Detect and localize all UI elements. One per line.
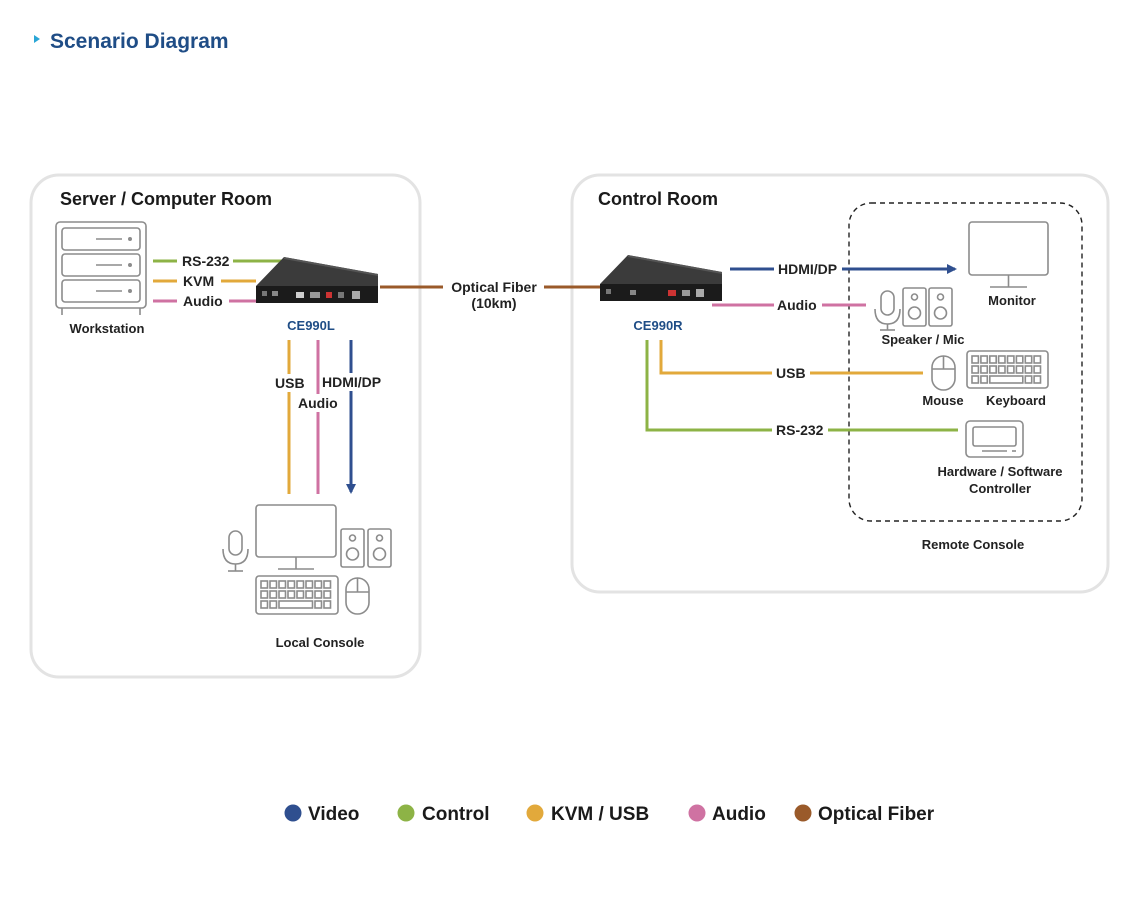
- ce990r-label: CE990R: [633, 318, 683, 333]
- rs232-right-label: RS-232: [776, 422, 824, 438]
- legend-label-video: Video: [308, 804, 359, 825]
- remote-console-box: [848, 202, 1083, 522]
- controller-label-line2: Controller: [969, 481, 1031, 496]
- legend-dot-control: [397, 804, 415, 822]
- page-title: Scenario Diagram: [50, 30, 229, 53]
- local-speakers-icon: [340, 528, 392, 568]
- legend-dot-kvm-usb: [526, 804, 544, 822]
- controller-icon: [965, 420, 1024, 458]
- legend-dot-audio: [688, 804, 706, 822]
- usb-right-label: USB: [776, 365, 806, 381]
- legend-dot-video: [284, 804, 302, 822]
- mouse-label: Mouse: [922, 393, 963, 408]
- legend: Video Control KVM / USB Audio Optical Fi…: [284, 804, 935, 825]
- ce990l-device-icon: [256, 257, 378, 303]
- server-room-title: Server / Computer Room: [60, 189, 272, 209]
- remote-monitor-icon: [968, 221, 1049, 288]
- optical-fiber-distance-label: (10km): [471, 295, 516, 311]
- controller-label-line1: Hardware / Software: [938, 464, 1063, 479]
- audio-right-label: Audio: [777, 297, 817, 313]
- audio-left-label: Audio: [183, 293, 223, 309]
- remote-keyboard-icon: [966, 350, 1049, 389]
- legend-label-control: Control: [422, 804, 490, 825]
- remote-mouse-icon: [931, 355, 956, 391]
- rs232-left-label: RS-232: [182, 253, 230, 269]
- title-marker-icon: [34, 35, 40, 43]
- monitor-label: Monitor: [988, 293, 1036, 308]
- kvm-left-label: KVM: [183, 273, 214, 289]
- rs232-right-line: [645, 340, 958, 432]
- local-console-label: Local Console: [276, 635, 365, 650]
- local-mouse-icon: [345, 577, 370, 615]
- local-keyboard-icon: [255, 575, 339, 615]
- control-room-title: Control Room: [598, 189, 718, 209]
- workstation-icon: [55, 221, 147, 315]
- ce990r-device-icon: [600, 255, 722, 301]
- local-monitor-icon: [255, 504, 337, 570]
- remote-console-label: Remote Console: [922, 537, 1025, 552]
- remote-microphone-icon: [874, 290, 901, 331]
- legend-label-kvm-usb: KVM / USB: [551, 804, 649, 825]
- audio-down-label: Audio: [298, 395, 338, 411]
- legend-label-optical-fiber: Optical Fiber: [818, 804, 935, 825]
- speaker-mic-label: Speaker / Mic: [881, 332, 964, 347]
- legend-dot-optical-fiber: [794, 804, 812, 822]
- keyboard-label: Keyboard: [986, 393, 1046, 408]
- ce990l-label: CE990L: [287, 318, 335, 333]
- hdmi-down-label: HDMI/DP: [322, 374, 381, 390]
- workstation-label: Workstation: [70, 321, 145, 336]
- hdmi-right-label: HDMI/DP: [778, 261, 837, 277]
- usb-right-line: [659, 340, 923, 375]
- remote-speakers-icon: [902, 287, 953, 327]
- usb-down-label: USB: [275, 375, 305, 391]
- optical-fiber-label: Optical Fiber: [451, 279, 537, 295]
- legend-label-audio: Audio: [712, 804, 766, 825]
- local-microphone-icon: [222, 530, 249, 572]
